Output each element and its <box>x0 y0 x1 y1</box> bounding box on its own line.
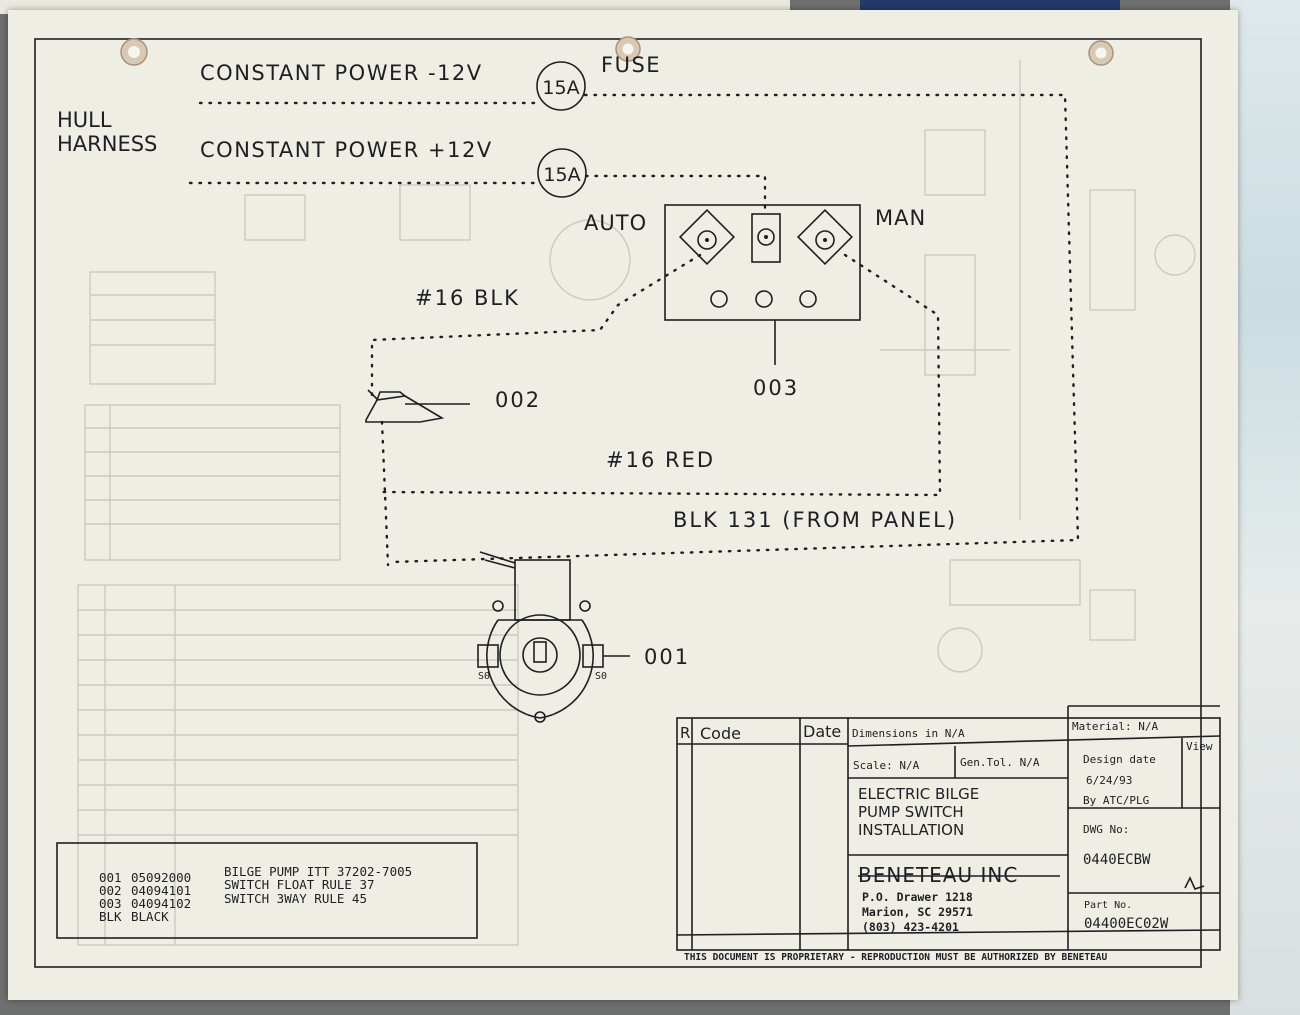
fuse-positive-rating: 15A <box>543 164 580 186</box>
part-001-label: 001 <box>644 645 690 669</box>
wire-panel-label: BLK 131 (FROM PANEL) <box>673 508 957 532</box>
title-block-by: By ATC/PLG <box>1083 794 1149 807</box>
pump-port-left: S0 <box>478 671 490 682</box>
drawing-border <box>34 38 1202 968</box>
legend-code: 001 <box>99 870 122 885</box>
bilge-pump-001 <box>477 551 630 723</box>
wire-black-label: #16 BLK <box>415 286 520 310</box>
legend-code: 002 <box>99 883 122 898</box>
fuse-label: FUSE <box>601 53 661 77</box>
drawing-title-line2: PUMP SWITCH <box>858 803 964 821</box>
switch-auto-label: AUTO <box>584 211 647 235</box>
legend-desc: BILGE PUMP ITT 37202-7005 <box>224 864 412 879</box>
title-block-part-number: 04400EC02W <box>1084 916 1169 932</box>
legend-code: BLK <box>99 909 122 924</box>
legend-code: 003 <box>99 896 122 911</box>
title-block-design-date-label: Design date <box>1083 753 1156 766</box>
background-chart-map <box>1230 0 1300 1015</box>
signature-mark <box>1184 876 1205 890</box>
title-block-gen-tol: Gen.Tol. N/A <box>960 756 1040 769</box>
wire-red-label: #16 RED <box>606 448 715 472</box>
title-block-dwg-label: DWG No: <box>1083 823 1129 836</box>
title-block-code: Code <box>700 724 741 743</box>
ghost-background-drawing <box>77 60 1196 946</box>
legend-part: 04094102 <box>131 896 191 911</box>
company-phone: (803) 423-4201 <box>862 920 959 934</box>
part-002-label: 002 <box>495 388 541 412</box>
title-block-dwg-number: 0440ECBW <box>1083 852 1151 868</box>
legend-part: 05092000 <box>131 870 191 885</box>
fuse-positive: 15A <box>537 148 587 198</box>
punch-holes <box>120 36 1114 66</box>
legend-desc: SWITCH 3WAY RULE 45 <box>224 891 367 906</box>
title-block-material: Material: N/A <box>1072 720 1158 733</box>
company-address-line2: Marion, SC 29571 <box>862 905 973 919</box>
title-block <box>676 705 1221 951</box>
company-name: BENETEAU INC <box>858 863 1018 887</box>
fuse-negative-rating: 15A <box>542 77 579 99</box>
drawing-title-line3: INSTALLATION <box>858 821 964 839</box>
pump-port-right: S0 <box>595 671 607 682</box>
part-003-label: 003 <box>753 376 799 400</box>
wiring-paths <box>188 93 1080 567</box>
proprietary-notice: THIS DOCUMENT IS PROPRIETARY - REPRODUCT… <box>684 952 1108 963</box>
power-positive-label: CONSTANT POWER +12V <box>200 138 493 162</box>
switch-man-label: MAN <box>875 206 926 230</box>
parts-legend: 001 05092000 BILGE PUMP ITT 37202-7005 0… <box>56 842 478 939</box>
power-negative-label: CONSTANT POWER -12V <box>200 61 483 85</box>
switch-3way-panel <box>664 204 861 365</box>
title-block-view: View <box>1186 740 1213 753</box>
title-block-r: R <box>680 724 690 742</box>
legend-part: 04094101 <box>131 883 191 898</box>
title-block-scale: Scale: N/A <box>853 759 920 772</box>
drawing-title-line1: ELECTRIC BILGE <box>858 785 979 803</box>
float-switch-002 <box>365 389 470 423</box>
harness-label-line2: HARNESS <box>57 132 157 156</box>
harness-label-line1: HULL <box>57 108 112 132</box>
legend-desc: BLACK <box>131 909 169 924</box>
title-block-dimensions: Dimensions in N/A <box>852 727 965 740</box>
fuse-negative: 15A <box>536 61 586 111</box>
title-block-date: Date <box>803 722 841 741</box>
legend-desc: SWITCH FLOAT RULE 37 <box>224 877 375 892</box>
title-block-design-date: 6/24/93 <box>1086 774 1132 787</box>
company-address-line1: P.O. Drawer 1218 <box>862 890 973 904</box>
title-block-part-label: Part No. <box>1084 900 1132 911</box>
